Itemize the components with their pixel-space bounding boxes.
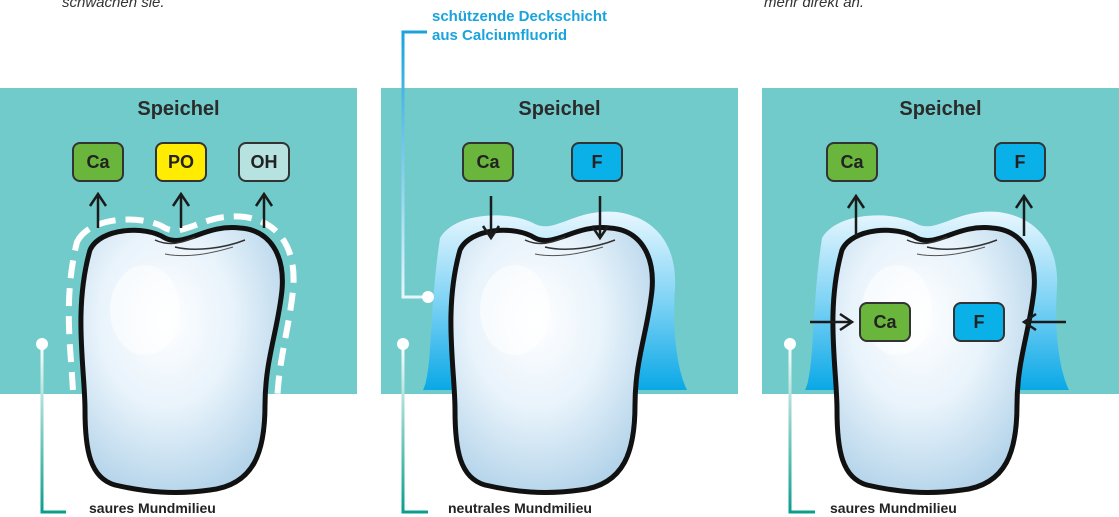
ion-calcium-inner: Ca — [859, 302, 911, 342]
ion-hydroxide: OH — [238, 142, 290, 182]
milieu-line-3 — [784, 338, 815, 512]
saliva-label-2: Speichel — [381, 98, 738, 121]
ion-fluoride: F — [571, 142, 623, 182]
milieu-label-3: saures Mundmilieu — [830, 500, 957, 516]
ion-calcium: Ca — [462, 142, 514, 182]
tooth-3 — [805, 212, 1069, 493]
ion-calcium: Ca — [72, 142, 124, 182]
tooth-2 — [423, 212, 687, 493]
milieu-label-1: saures Mundmilieu — [89, 500, 216, 516]
ion-calcium: Ca — [826, 142, 878, 182]
ion-fluoride: F — [994, 142, 1046, 182]
tooth-1 — [69, 216, 294, 507]
ion-phosphate: PO — [155, 142, 207, 182]
milieu-line-1 — [36, 338, 66, 512]
coating-callout-line — [403, 32, 434, 303]
ion-fluoride-inner: F — [953, 302, 1005, 342]
saliva-label-3: Speichel — [762, 98, 1119, 121]
milieu-label-2: neutrales Mundmilieu — [448, 500, 592, 516]
arrows-panel-1 — [90, 194, 272, 228]
saliva-label-1: Speichel — [0, 98, 357, 121]
milieu-line-2 — [397, 338, 428, 512]
